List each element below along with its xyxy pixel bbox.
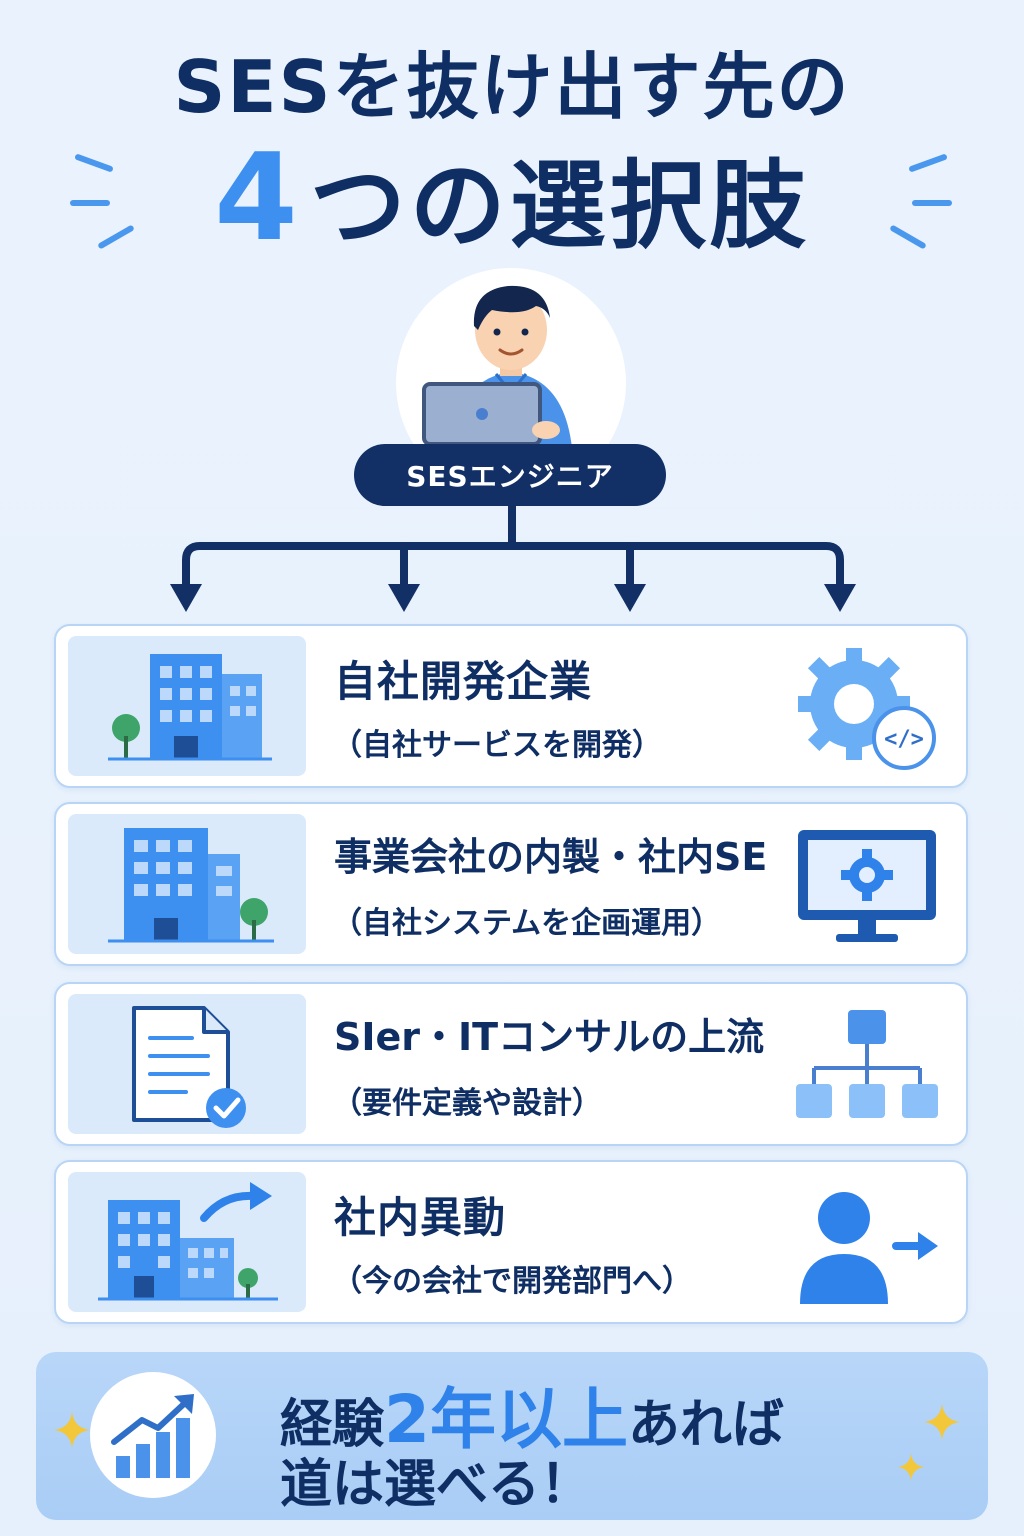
- option-card-internal-transfer[interactable]: 社内異動 （今の会社で開発部門へ）: [54, 1160, 968, 1324]
- option-title: 社内異動: [334, 1193, 507, 1242]
- option-card-internal-se[interactable]: 事業会社の内製・社内SE （自社システムを企画運用）: [54, 802, 968, 966]
- option-subtitle: （今の会社で開発部門へ）: [332, 1264, 692, 1299]
- option-subtitle: （自社システムを企画運用）: [332, 906, 722, 941]
- growth-chart-badge: [90, 1372, 216, 1498]
- company-building-illustration: [68, 814, 306, 954]
- sparkle-icon: [54, 1412, 90, 1448]
- title-rest: つの選択肢: [309, 150, 810, 262]
- option-title: 自社開発企業: [334, 657, 593, 706]
- sparkle-icon: [924, 1404, 960, 1440]
- banner-highlight: 2年以上: [384, 1381, 628, 1458]
- document-illustration: [68, 994, 306, 1134]
- office-building-icon: [108, 654, 272, 761]
- document-check-icon: [132, 1006, 246, 1128]
- option-title: SIer・ITコンサルの上流: [334, 1015, 765, 1059]
- accent-dash-left-2: [70, 200, 110, 206]
- option-subtitle: （要件定義や設計）: [332, 1086, 602, 1121]
- transfer-building-illustration: [68, 1172, 306, 1312]
- option-title: 事業会社の内製・社内SE: [334, 835, 768, 879]
- conclusion-banner: 経験2年以上あれば 道は選べる！: [36, 1352, 988, 1520]
- monitor-gear-icon: [798, 830, 936, 942]
- branch-arrows: [170, 500, 856, 612]
- option-subtitle: （自社サービスを開発）: [332, 728, 662, 763]
- gear-code-icon: </>: [798, 648, 936, 770]
- company-building-icon: [108, 828, 274, 943]
- banner-line1: 経験2年以上あれば: [280, 1366, 784, 1462]
- page-title-line1: SESを抜け出す先の: [173, 45, 851, 129]
- office-building-illustration: [68, 636, 306, 776]
- banner-line2: 道は選べる！: [280, 1455, 593, 1515]
- option-card-sier-consulting[interactable]: SIer・ITコンサルの上流 （要件定義や設計）: [54, 982, 968, 1146]
- option-card-in-house-dev[interactable]: 自社開発企業 （自社サービスを開発） </>: [54, 624, 968, 788]
- growth-chart-icon: [111, 1394, 194, 1478]
- title-number: 4: [214, 129, 302, 268]
- engineer-illustration-icon: [422, 285, 572, 448]
- banner-prefix: 経験: [280, 1395, 385, 1455]
- building-transfer-icon: [98, 1182, 278, 1301]
- hierarchy-icon: [796, 1010, 938, 1118]
- banner-suffix: あれば: [627, 1395, 784, 1455]
- svg-text:</>: </>: [884, 727, 924, 752]
- accent-dash-right-2: [912, 200, 952, 206]
- ses-engineer-label: SESエンジニア: [354, 444, 666, 506]
- sparkle-icon: [897, 1453, 925, 1481]
- page-title-line2: 4つの選択肢: [0, 128, 1024, 268]
- person-arrow-icon: [800, 1192, 938, 1304]
